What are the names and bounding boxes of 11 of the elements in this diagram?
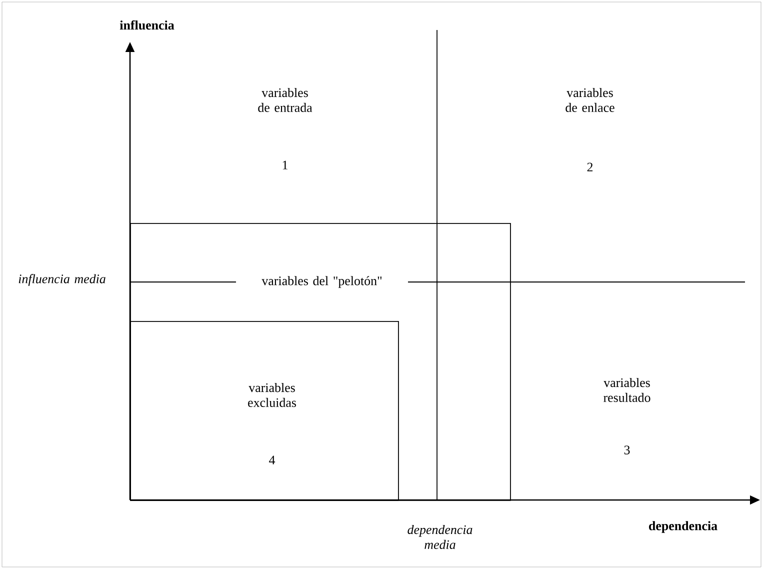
axis-label: influencia media xyxy=(18,274,106,286)
axis-label: 3 xyxy=(624,446,630,454)
region-box: variables excluidas 4 xyxy=(130,321,399,501)
axis-label: variables resultado xyxy=(604,378,650,402)
axis-label: variables de entrada xyxy=(258,88,312,112)
axis-label: dependencia xyxy=(649,521,718,533)
axis-label: 1 xyxy=(282,160,288,170)
axis-label: influencia xyxy=(120,20,174,30)
axis-label: 2 xyxy=(587,162,593,172)
axis-label: dependencia media xyxy=(408,524,472,550)
axis-label: variables de enlace xyxy=(566,88,614,112)
